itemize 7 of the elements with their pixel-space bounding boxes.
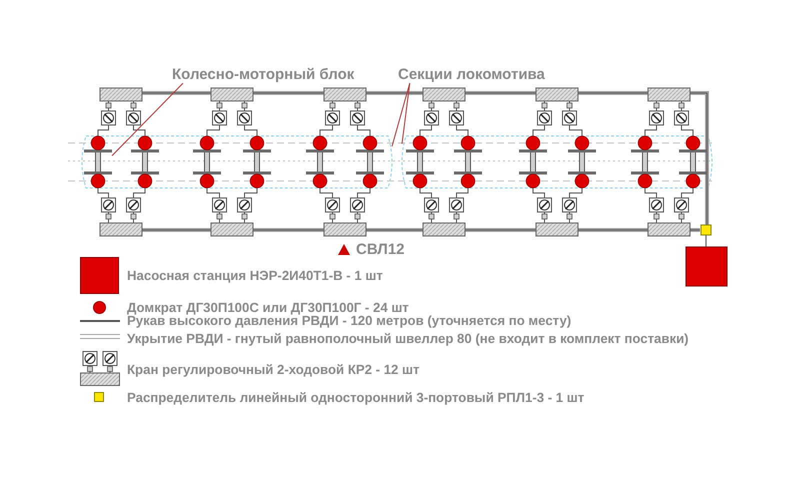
- legend-text: Распределитель линейный односторонний 3-портовый РПЛ1-3 - 1 шт: [127, 390, 584, 404]
- legend-text: Кран регулировочный 2-ходовой КР2 - 12 шт: [127, 362, 420, 376]
- callout-label: Колесно-моторный блок: [172, 66, 354, 84]
- legend-text: Домкрат ДГ30П100С или ДГ30П100Г - 24 шт: [127, 300, 409, 314]
- legend-text: Укрытие РВДИ - гнутый равнополочный швеллер 80 (не входит в комплект поставки): [127, 332, 689, 344]
- legend-text: Рукав высокого давления РВДИ - 120 метров (уточняется по месту): [127, 314, 572, 327]
- callout-label: Секции локомотива: [398, 66, 545, 84]
